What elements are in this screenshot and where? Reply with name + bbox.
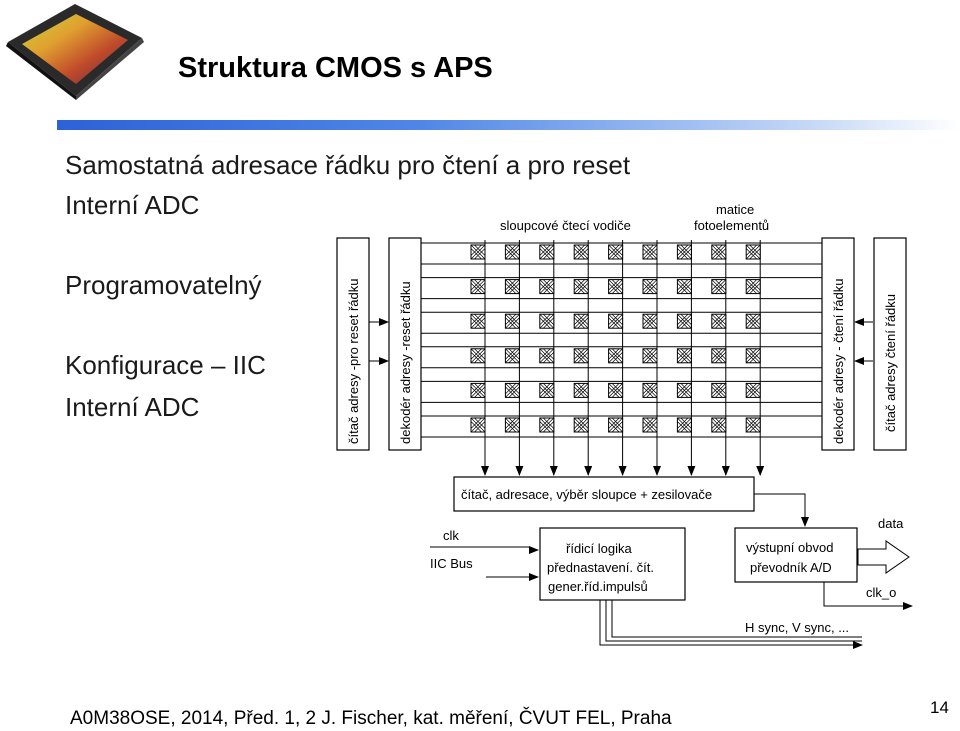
row-reset-counter-label: čítač adresy -pro reset řádku <box>346 279 361 444</box>
row-read-counter-block <box>873 237 907 451</box>
iic-bus-label: IIC Bus <box>430 556 473 571</box>
photoelement-pixel <box>676 382 692 398</box>
photoelement-pixel <box>539 348 555 364</box>
output-circuit-block <box>734 527 858 583</box>
control-logic-line3: gener.říd.impulsů <box>548 579 648 594</box>
data-output-arrow <box>857 540 910 574</box>
row-read-counter-label: čítač adresy čtení řádku <box>883 294 898 432</box>
photoelement-pixel <box>608 382 624 398</box>
page-number: 14 <box>930 698 949 717</box>
photoelement-pixel <box>676 417 692 433</box>
row-reset-counter-block <box>336 237 370 451</box>
photoelement-pixel <box>711 348 727 364</box>
bullet-programmable: Programovatelný <box>65 270 262 300</box>
photoelement-pixel <box>676 279 692 295</box>
column-to-output-arrow <box>754 493 809 527</box>
output-circuit-line1: výstupní obvod <box>746 540 833 555</box>
photoelement-pixel <box>504 279 520 295</box>
control-logic-line2: přednastavení. čít. <box>547 560 654 575</box>
slide-title: Struktura CMOS s APS <box>178 52 493 84</box>
row-read-decoder-label: dekodér adresy - čtení řádku <box>831 279 846 444</box>
matrix-label-line2: fotoelementů <box>694 218 769 233</box>
photoelement-pixel <box>711 244 727 260</box>
data-output-label: data <box>878 516 904 531</box>
photoelement-pixel <box>504 348 520 364</box>
row-reset-decoder-block <box>388 237 422 451</box>
photoelement-pixel <box>573 279 589 295</box>
photoelement-pixel <box>504 244 520 260</box>
photoelement-pixel <box>745 348 761 364</box>
photoelement-pixel <box>642 417 658 433</box>
photoelement-pixel <box>745 244 761 260</box>
photoelement-pixel <box>470 244 486 260</box>
bullet-row-addressing: Samostatná adresace řádku pro čtení a pr… <box>65 150 631 180</box>
bullet-internal-adc-2: Interní ADC <box>65 392 200 422</box>
photoelement-pixel <box>470 279 486 295</box>
matrix-label-line1: matice <box>716 202 754 217</box>
column-block-label: čítač, adresace, výběr sloupce + zesilov… <box>461 487 712 502</box>
counter-to-decoder-arrows <box>369 318 873 365</box>
clk-input-label: clk <box>443 528 459 543</box>
bullet-iic-config: Konfigurace – IIC <box>65 350 266 380</box>
photoelement-matrix <box>421 240 822 476</box>
photoelement-pixel <box>608 417 624 433</box>
photoelement-pixel <box>711 313 727 329</box>
photoelement-pixel <box>642 313 658 329</box>
photoelement-pixel <box>642 348 658 364</box>
footer-text: A0M38OSE, 2014, Před. 1, 2 J. Fischer, k… <box>70 708 672 729</box>
photoelement-pixel <box>470 417 486 433</box>
control-logic-block <box>539 527 686 601</box>
clk-o-arrow <box>823 582 913 610</box>
photoelement-pixel <box>539 313 555 329</box>
header-bar <box>57 120 960 130</box>
photoelement-pixel <box>608 313 624 329</box>
photoelement-pixel <box>573 244 589 260</box>
photoelement-pixel <box>676 313 692 329</box>
photoelement-pixel <box>470 382 486 398</box>
photoelement-pixel <box>642 279 658 295</box>
photoelement-pixel <box>711 279 727 295</box>
photoelement-pixel <box>608 244 624 260</box>
photoelement-pixel <box>504 313 520 329</box>
cmos-sensor-chip-image <box>6 4 144 100</box>
photoelement-pixel <box>642 382 658 398</box>
photoelement-pixel <box>539 382 555 398</box>
photoelement-pixel <box>745 279 761 295</box>
photoelement-pixel <box>573 348 589 364</box>
photoelement-pixel <box>470 313 486 329</box>
photoelement-pixel <box>608 348 624 364</box>
control-logic-line1: řídicí logika <box>566 541 633 556</box>
photoelement-pixel <box>539 417 555 433</box>
bullet-internal-adc: Interní ADC <box>65 190 200 220</box>
sync-output-lines <box>599 600 863 649</box>
photoelement-pixel <box>642 244 658 260</box>
photoelement-pixel <box>745 417 761 433</box>
photoelement-pixel <box>573 382 589 398</box>
row-reset-decoder-label: dekodér adresy -reset řádku <box>398 281 413 444</box>
sync-label: H sync, V sync, ... <box>745 620 849 635</box>
photoelement-pixel <box>470 348 486 364</box>
photoelement-pixel <box>711 417 727 433</box>
photoelement-pixel <box>676 348 692 364</box>
photoelement-pixel <box>745 382 761 398</box>
clk-input-arrow <box>430 546 539 554</box>
photoelement-pixel <box>504 382 520 398</box>
photoelement-pixel <box>539 244 555 260</box>
photoelement-pixel <box>745 313 761 329</box>
photoelement-pixel <box>573 417 589 433</box>
photoelement-pixel <box>504 417 520 433</box>
photoelement-pixel <box>608 279 624 295</box>
row-read-decoder-block <box>821 237 855 451</box>
photoelement-pixel <box>539 279 555 295</box>
photoelement-pixel <box>676 244 692 260</box>
output-circuit-line2: převodník A/D <box>750 560 832 575</box>
column-wires-label: sloupcové čtecí vodiče <box>500 218 631 233</box>
photoelement-pixel <box>573 313 589 329</box>
photoelement-pixel <box>711 382 727 398</box>
clk-o-label: clk_o <box>866 585 896 600</box>
